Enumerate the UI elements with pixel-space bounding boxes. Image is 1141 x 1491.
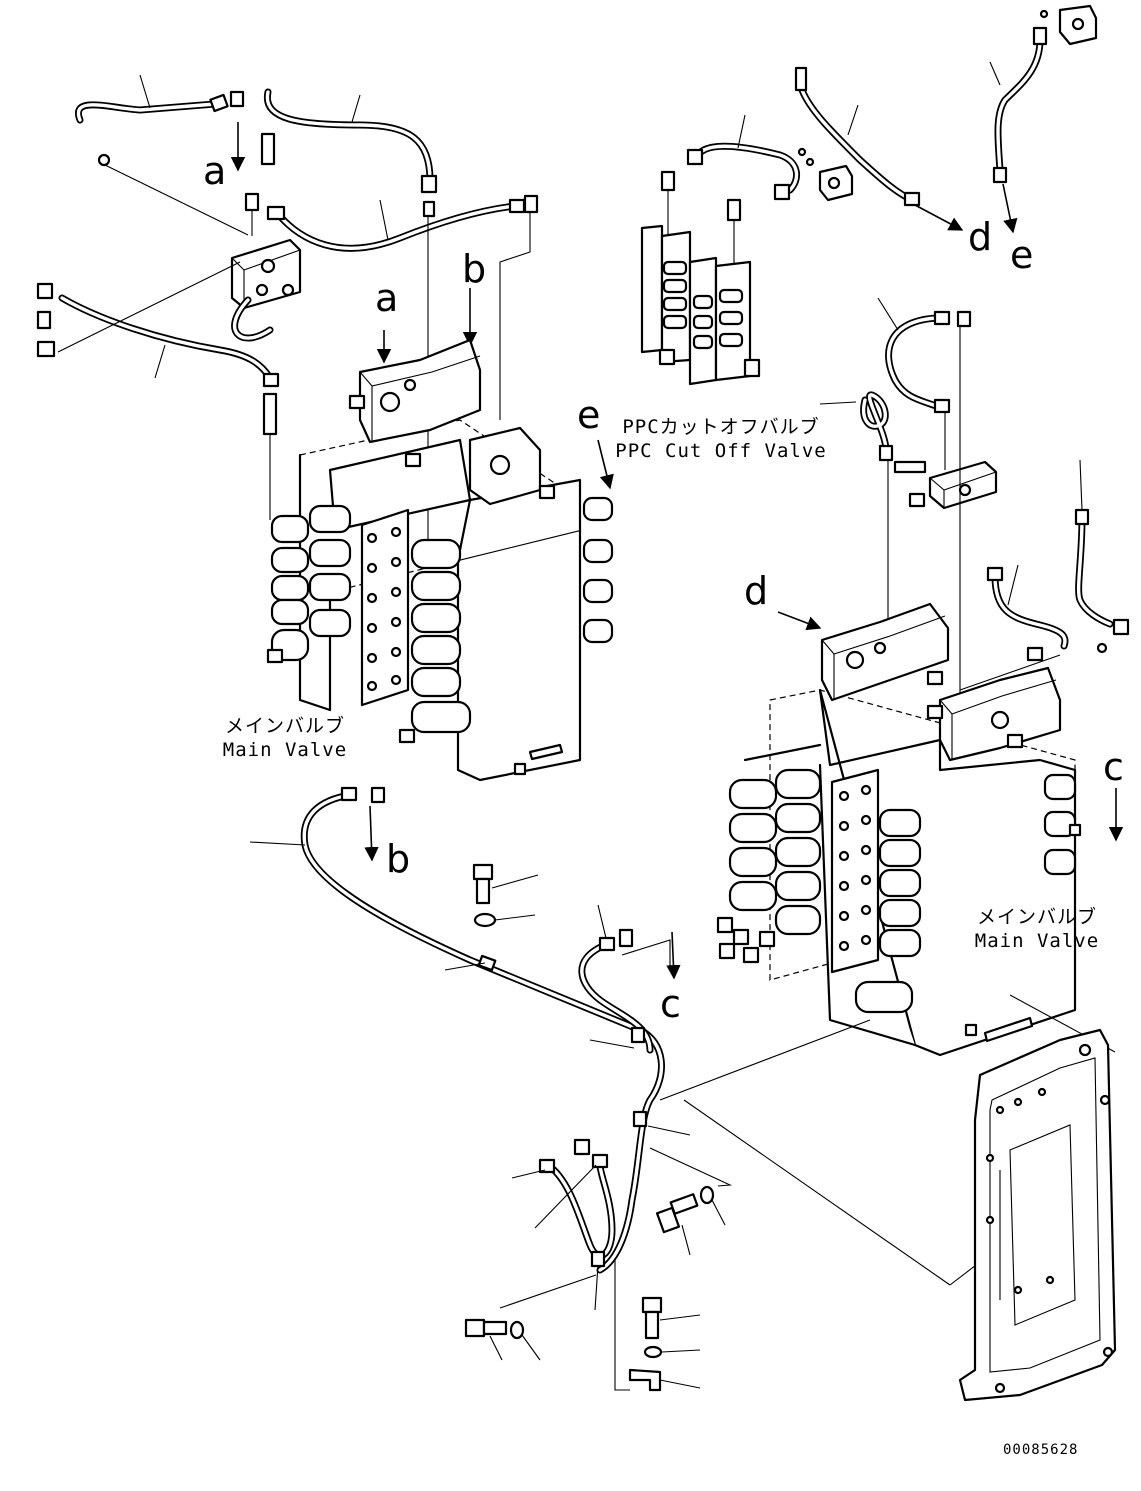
leaders-lower [444,962,1116,1311]
caption-main-valve-right-jp: メインバルブ [976,906,1097,928]
hose-top-right-d [794,66,964,231]
main-valve-right [716,602,1082,1057]
label-b-lower: b [386,837,411,881]
hose-lower-loop [538,1138,616,1260]
main-valve-left [266,338,614,782]
hose-right-2 [819,391,894,462]
arrow-c-lower [666,931,681,980]
bolt-2 [655,1185,726,1256]
caption-ppc-cutoff-jp: PPCカットオフバルブ [622,416,820,438]
caption-main-valve-left: メインバルブ Main Valve [210,714,360,762]
arrow-b-lower [364,805,379,862]
caption-ppc-cutoff-en: PPC Cut Off Valve [615,440,827,462]
hose-right-4 [959,459,1130,691]
arrow-d-valve [777,611,822,631]
label-c-lower: c [660,982,681,1026]
label-d-valve: d [744,569,769,613]
hose-right-1 [877,297,972,414]
fittings-top-left [36,90,539,436]
hose-right-3 [986,564,1069,662]
hose-lower-long [249,786,665,1274]
drawing-id: 00085628 [1003,1442,1079,1458]
ppc-cutoff-valve [640,114,800,386]
bolt-1 [472,863,539,928]
caption-main-valve-left-jp: メインバルブ [224,715,345,737]
arrow-e-valve [597,439,614,490]
hose-top-right-e [989,4,1098,234]
label-d-top: d [968,215,993,259]
bolt-4 [614,1260,701,1392]
clamps [477,954,648,1268]
hose-left-mid [58,294,280,388]
label-c-right: c [1103,745,1124,789]
caption-main-valve-left-en: Main Valve [222,739,348,761]
hose-top-left-2 [263,88,438,194]
caption-main-valve-right: メインバルブ Main Valve [962,905,1112,953]
bolt-3 [464,1318,541,1361]
hose-top-left-1 [75,93,229,167]
arrow-d-top [914,204,964,231]
arrow-e-top [1002,183,1018,234]
label-a-top: a [203,149,227,193]
label-e-top: e [1010,233,1034,277]
block-valve-right [887,325,998,741]
label-a-valve: a [375,276,399,320]
caption-main-valve-right-en: Main Valve [974,930,1100,952]
hose-top-left-3 [266,198,526,252]
frame-bracket [958,1028,1117,1402]
label-e-valve: e [577,393,601,437]
block-valve-top-left [230,238,302,342]
label-b-valve: b [462,247,487,291]
caption-ppc-cutoff: PPCカットオフバルブ PPC Cut Off Valve [606,415,836,463]
